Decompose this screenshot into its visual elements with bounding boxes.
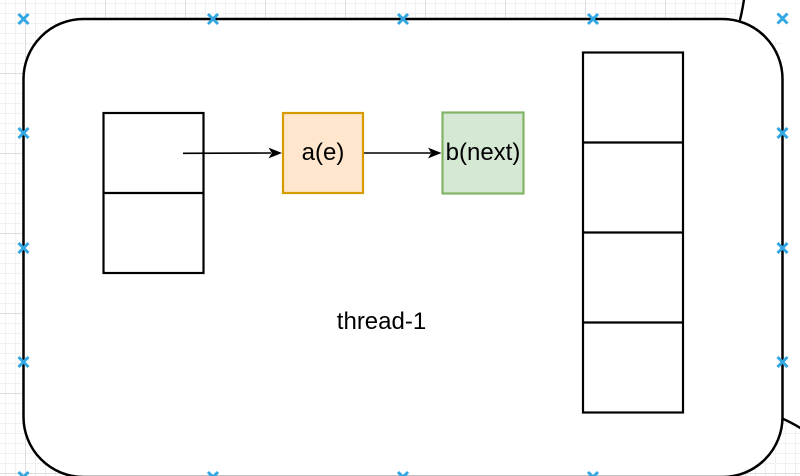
connection-point-marker[interactable] [206, 470, 220, 476]
connection-point-marker[interactable] [776, 355, 789, 369]
arrow-node-a-to-node-b[interactable] [363, 147, 442, 159]
connection-point-marker[interactable] [776, 12, 789, 25]
connection-point-markers [17, 12, 789, 476]
connection-point-marker[interactable] [586, 470, 600, 476]
connection-point-marker[interactable] [17, 126, 30, 140]
connection-point-marker[interactable] [396, 470, 410, 476]
connection-point-marker[interactable] [586, 12, 600, 26]
four-cell-rect[interactable] [581, 51, 685, 414]
two-cell-rect[interactable] [102, 111, 205, 275]
connection-point-marker[interactable] [17, 470, 30, 476]
connection-point-marker[interactable] [17, 12, 30, 26]
connection-point-marker[interactable] [396, 12, 410, 26]
arrowhead-icon [268, 147, 282, 159]
node-a[interactable] [281, 111, 365, 195]
arrowhead-icon [428, 147, 442, 159]
connection-point-marker[interactable] [776, 126, 789, 140]
connection-point-marker[interactable] [206, 12, 220, 26]
connection-point-marker[interactable] [17, 355, 30, 369]
connection-point-marker[interactable] [776, 241, 789, 255]
adjacent-shape-fill [737, 0, 800, 428]
node-b[interactable] [441, 111, 525, 195]
connection-point-marker[interactable] [17, 241, 30, 255]
arrow-to-node-a[interactable] [182, 147, 282, 159]
